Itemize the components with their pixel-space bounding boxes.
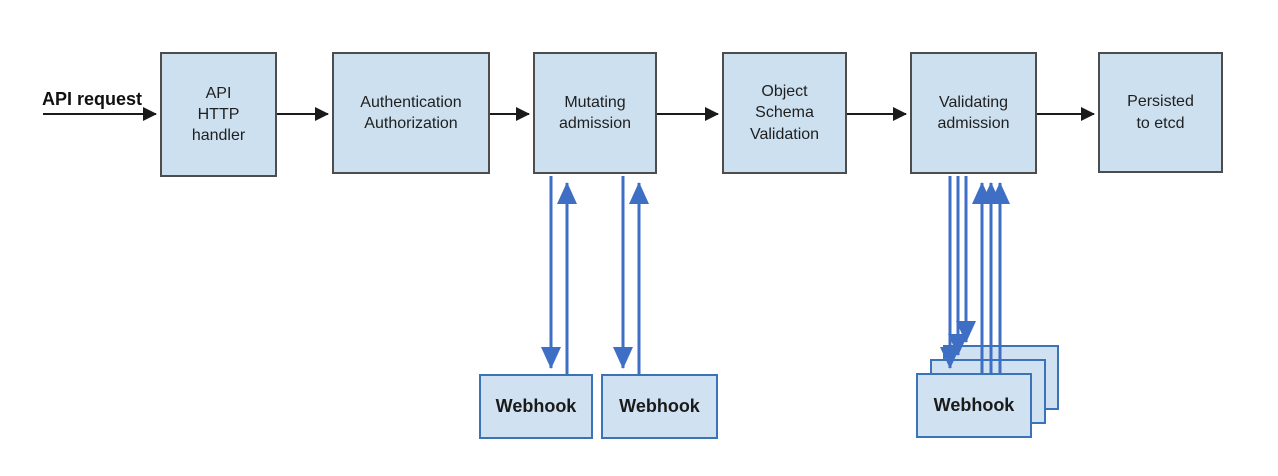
node-persisted-to-etcd: Persisted to etcd xyxy=(1098,52,1223,173)
node-label: API HTTP handler xyxy=(191,84,246,145)
node-mutating-admission: Mutating admission xyxy=(533,52,657,174)
node-validating-admission: Validating admission xyxy=(910,52,1037,174)
api-request-label: API request xyxy=(42,89,143,109)
webhook-box-mutating-2: Webhook xyxy=(601,374,718,439)
node-label: Object Schema Validation xyxy=(749,83,820,143)
node-object-schema-validation: Object Schema Validation xyxy=(722,52,847,174)
webhook-label: Webhook xyxy=(619,396,700,416)
webhook-label: Webhook xyxy=(495,396,577,416)
webhook-box-validating-front: Webhook xyxy=(916,373,1032,438)
node-authentication-authorization: Authentication Authorization xyxy=(332,52,490,174)
node-label: Validating admission xyxy=(937,93,1010,132)
node-label: Mutating admission xyxy=(558,93,632,132)
node-api-http-handler: API HTTP handler xyxy=(160,52,277,177)
webhook-label: Webhook xyxy=(933,395,1015,415)
webhook-box-mutating-1: Webhook xyxy=(479,374,593,439)
node-label: Authentication Authorization xyxy=(360,93,462,132)
node-label: Persisted to etcd xyxy=(1127,93,1194,132)
